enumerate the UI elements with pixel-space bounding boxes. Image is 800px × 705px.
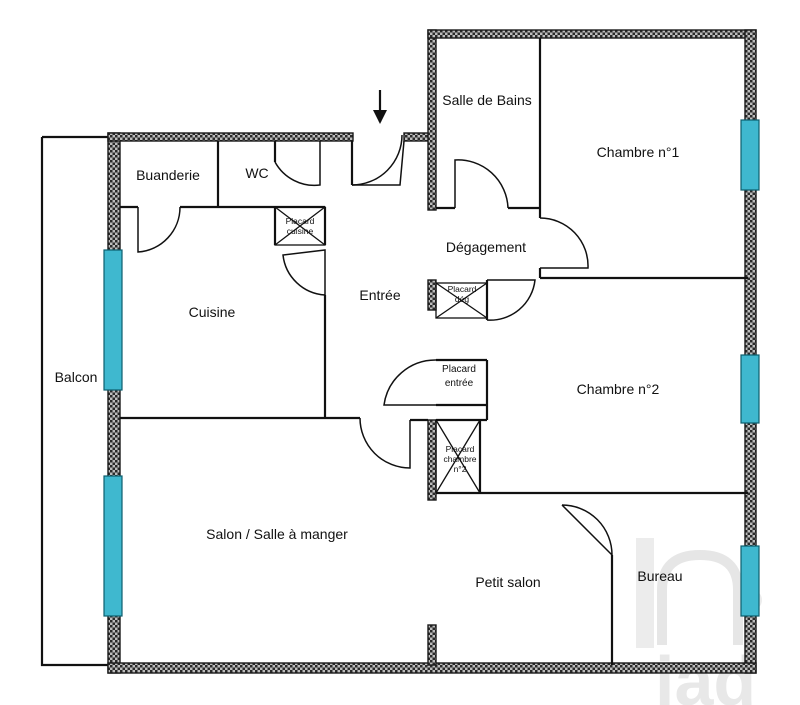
label-placard-cuisine-1: Placard — [286, 216, 315, 226]
balcony-outline — [40, 135, 110, 667]
room-labels: Salle de Bains Chambre n°1 Buanderie WC … — [55, 92, 683, 590]
closets — [274, 206, 488, 494]
label-placard-entree-1: Placard — [442, 364, 476, 375]
label-bureau: Bureau — [637, 568, 682, 584]
label-placard-entree-2: entrée — [445, 378, 474, 389]
label-petit-salon: Petit salon — [475, 574, 540, 590]
label-chambre-2: Chambre n°2 — [577, 381, 660, 397]
label-buanderie: Buanderie — [136, 167, 200, 183]
label-placard-chambre-1: Placard — [446, 444, 475, 454]
label-wc: WC — [245, 165, 268, 181]
label-degagement: Dégagement — [446, 239, 526, 255]
label-salon: Salon / Salle à manger — [206, 526, 348, 542]
window — [103, 475, 123, 617]
label-chambre-1: Chambre n°1 — [597, 144, 680, 160]
label-entree: Entrée — [359, 287, 400, 303]
label-placard-chambre-3: n°2 — [454, 464, 467, 474]
label-cuisine: Cuisine — [189, 304, 236, 320]
label-placard-cuisine-2: cuisine — [287, 226, 314, 236]
entrance-arrow-icon — [373, 90, 387, 124]
window — [740, 119, 760, 191]
doors — [137, 134, 613, 557]
window — [740, 545, 760, 617]
label-salle-de-bains: Salle de Bains — [442, 92, 532, 108]
window — [740, 354, 760, 424]
windows — [103, 119, 760, 617]
label-placard-chambre-2: chambre — [443, 454, 476, 464]
label-placard-deg-1: Placard — [448, 284, 477, 294]
label-placard-deg-2: dég — [455, 294, 469, 304]
window — [103, 249, 123, 391]
label-balcon: Balcon — [55, 369, 98, 385]
